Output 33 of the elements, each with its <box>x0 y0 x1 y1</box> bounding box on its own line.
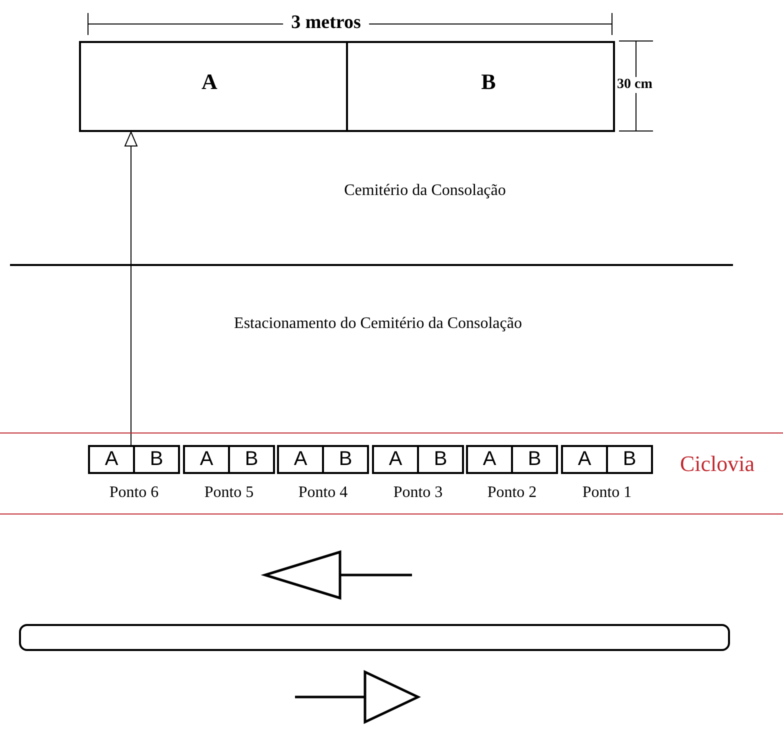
cell-letter: B <box>133 447 178 472</box>
panel-letter: A <box>202 68 218 94</box>
cell-letter: A <box>292 447 308 472</box>
cell-letter: B <box>606 447 651 472</box>
marker-pair-box <box>88 445 180 474</box>
dimension-label: 30 cm <box>617 76 652 92</box>
cell-letter: A <box>104 447 120 472</box>
cell-letter: B <box>322 447 367 472</box>
cell-letter: B <box>228 447 273 472</box>
cell-letter: B <box>511 447 556 472</box>
point-label: Ponto 3 <box>392 484 444 502</box>
point-label: Ponto 1 <box>581 484 633 502</box>
point-label: Ponto 5 <box>203 484 255 502</box>
cell-letter: B <box>417 447 462 472</box>
marker-pair-box <box>183 445 275 474</box>
point-label: Ponto 2 <box>486 484 538 502</box>
marker-pair-box <box>561 445 653 474</box>
point-label: Ponto 6 <box>108 484 160 502</box>
panel-box <box>79 41 348 132</box>
cell-letter: A <box>198 447 214 472</box>
marker-pair-box <box>277 445 369 474</box>
point-label: Ponto 4 <box>297 484 349 502</box>
marker-pair-box <box>372 445 464 474</box>
lane-label: Ciclovia <box>680 451 755 477</box>
area-label: Cemitério da Consolação <box>344 182 506 200</box>
cell-letter: A <box>482 447 498 472</box>
panel-letter: B <box>481 68 496 94</box>
area-label: Estacionamento do Cemitério da Consolação <box>234 315 522 333</box>
marker-pair-box <box>466 445 558 474</box>
arrow <box>124 132 138 446</box>
panel-box <box>346 41 615 132</box>
cell-letter: A <box>388 447 404 472</box>
cell-letter: A <box>576 447 592 472</box>
